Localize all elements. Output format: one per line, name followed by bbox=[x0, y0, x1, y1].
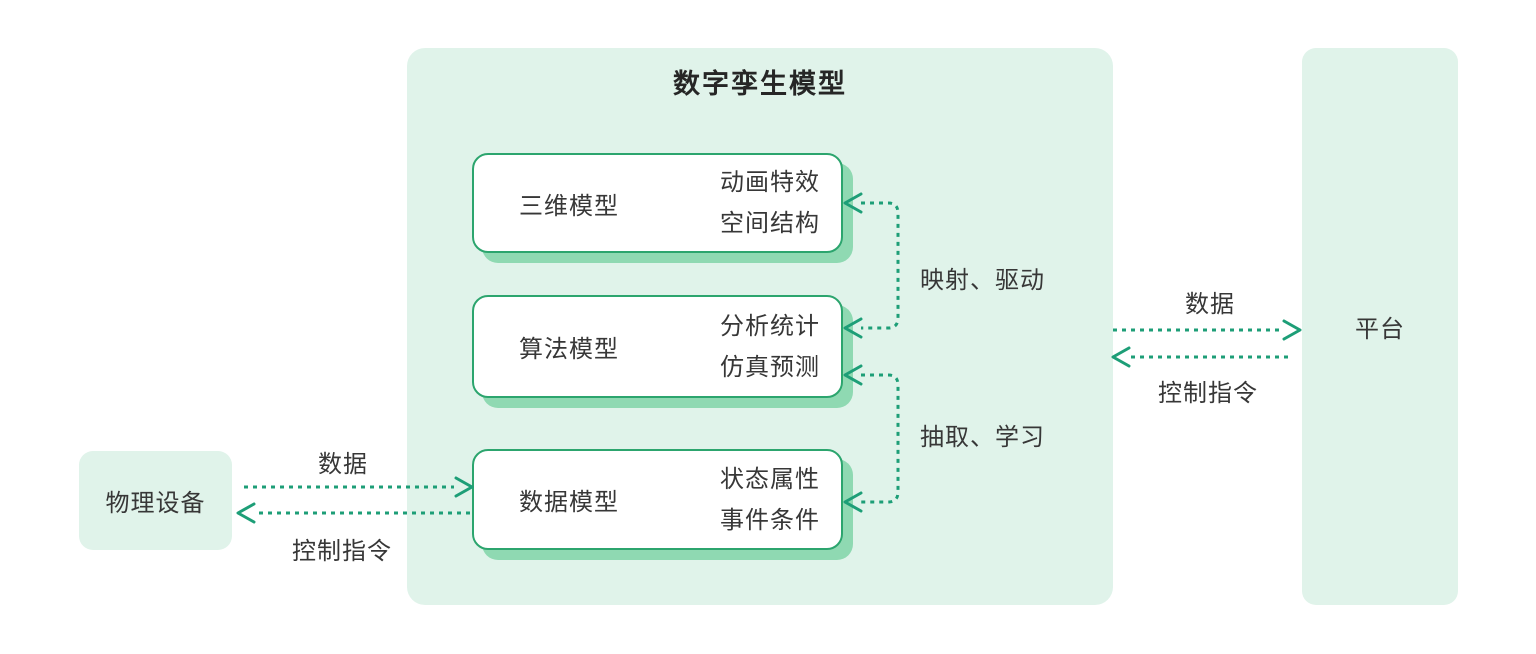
three-d-model-box: 三维模型 动画特效 空间结构 bbox=[472, 153, 843, 253]
feature-animation-effects: 动画特效 bbox=[720, 169, 820, 196]
diagram-title: 数字孪生模型 bbox=[673, 69, 847, 99]
data-model-name: 数据模型 bbox=[519, 489, 619, 516]
device-control-arrowhead-icon bbox=[236, 502, 256, 524]
feature-simulation-prediction: 仿真预测 bbox=[720, 353, 820, 381]
feature-analysis-statistics: 分析统计 bbox=[720, 312, 820, 340]
platform-label: 平台 bbox=[1355, 316, 1405, 343]
algorithm-model-box: 算法模型 分析统计 仿真预测 bbox=[472, 295, 843, 398]
extract-learn-label: 抽取、学习 bbox=[920, 424, 1045, 451]
device-control-label: 控制指令 bbox=[292, 538, 392, 565]
three-d-model-name: 三维模型 bbox=[519, 192, 619, 220]
physical-device-label: 物理设备 bbox=[105, 490, 206, 517]
feature-state-attributes: 状态属性 bbox=[720, 465, 820, 493]
platform-box: 平台 bbox=[1302, 48, 1458, 605]
data-model-features: 状态属性 事件条件 bbox=[720, 459, 820, 541]
device-data-label: 数据 bbox=[318, 451, 368, 478]
platform-data-arrowhead-icon bbox=[1282, 319, 1302, 341]
map-drive-label: 映射、驱动 bbox=[920, 267, 1045, 294]
platform-data-label: 数据 bbox=[1185, 291, 1235, 318]
feature-event-conditions: 事件条件 bbox=[720, 506, 820, 534]
data-model-box: 数据模型 状态属性 事件条件 bbox=[472, 449, 843, 550]
algorithm-model-name: 算法模型 bbox=[519, 336, 619, 363]
three-d-model-features: 动画特效 空间结构 bbox=[720, 162, 820, 244]
physical-device-box: 物理设备 bbox=[79, 451, 232, 550]
algorithm-model-features: 分析统计 仿真预测 bbox=[720, 306, 820, 388]
platform-control-arrowhead-icon bbox=[1111, 346, 1131, 368]
platform-control-label: 控制指令 bbox=[1158, 380, 1258, 407]
feature-spatial-structure: 空间结构 bbox=[720, 210, 820, 237]
